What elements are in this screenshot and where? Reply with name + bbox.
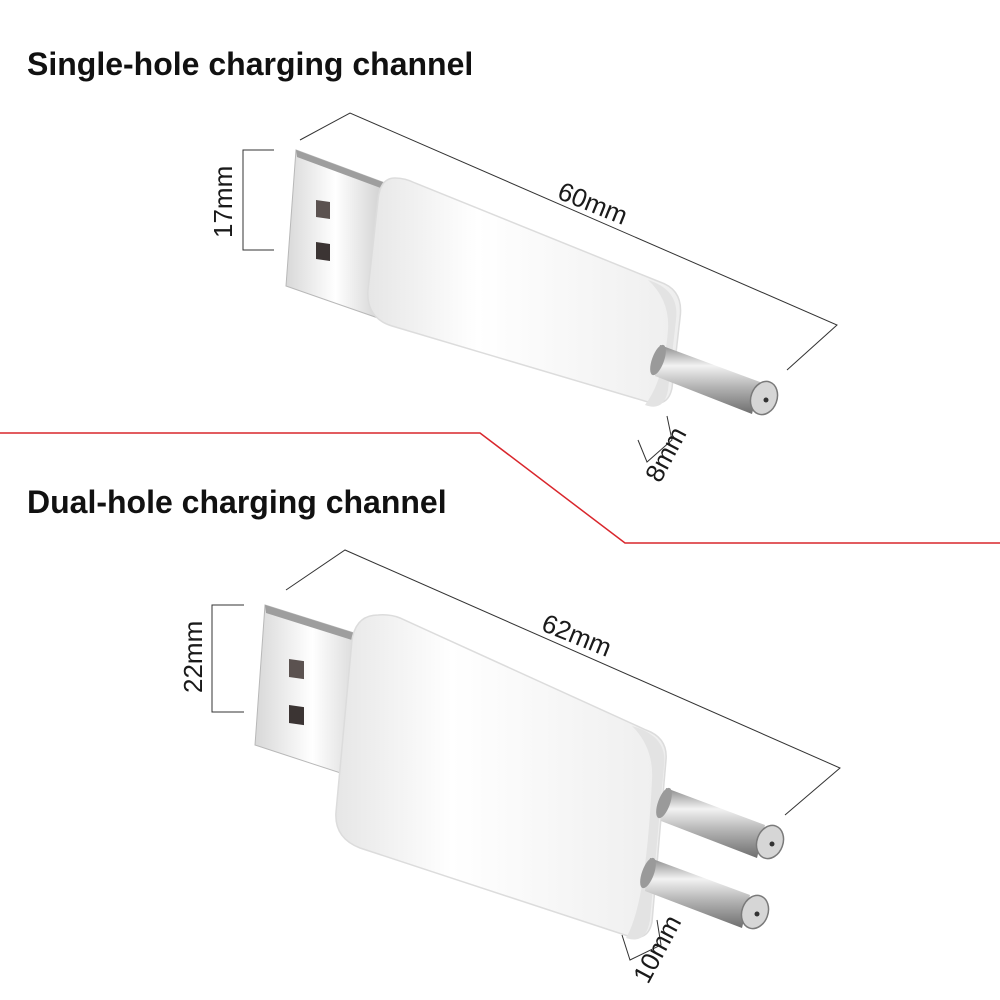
adapter-body-single bbox=[367, 177, 682, 407]
pin-width-label-single: 8mm bbox=[639, 422, 693, 487]
usb-plug-dual bbox=[254, 604, 371, 781]
dual-hole-title: Dual-hole charging channel bbox=[27, 484, 447, 520]
length-label-single: 60mm bbox=[554, 176, 632, 231]
single-hole-adapter: 17mm 60mm 8mm bbox=[208, 112, 838, 487]
charging-pin-upper bbox=[656, 787, 785, 860]
height-label-single: 17mm bbox=[208, 166, 238, 238]
usb-plug-single bbox=[285, 149, 386, 319]
single-hole-title: Single-hole charging channel bbox=[27, 46, 474, 82]
adapter-body-dual bbox=[335, 614, 667, 940]
section-divider bbox=[0, 432, 1000, 544]
dual-hole-adapter: 22mm 62mm 10mm bbox=[178, 549, 841, 988]
dimension-lines-single bbox=[242, 112, 838, 463]
charging-pin-lower bbox=[640, 857, 770, 930]
length-label-dual: 62mm bbox=[538, 608, 616, 663]
charging-pin-single bbox=[650, 344, 779, 416]
height-label-dual: 22mm bbox=[178, 621, 208, 693]
dimension-lines-dual bbox=[211, 549, 841, 961]
